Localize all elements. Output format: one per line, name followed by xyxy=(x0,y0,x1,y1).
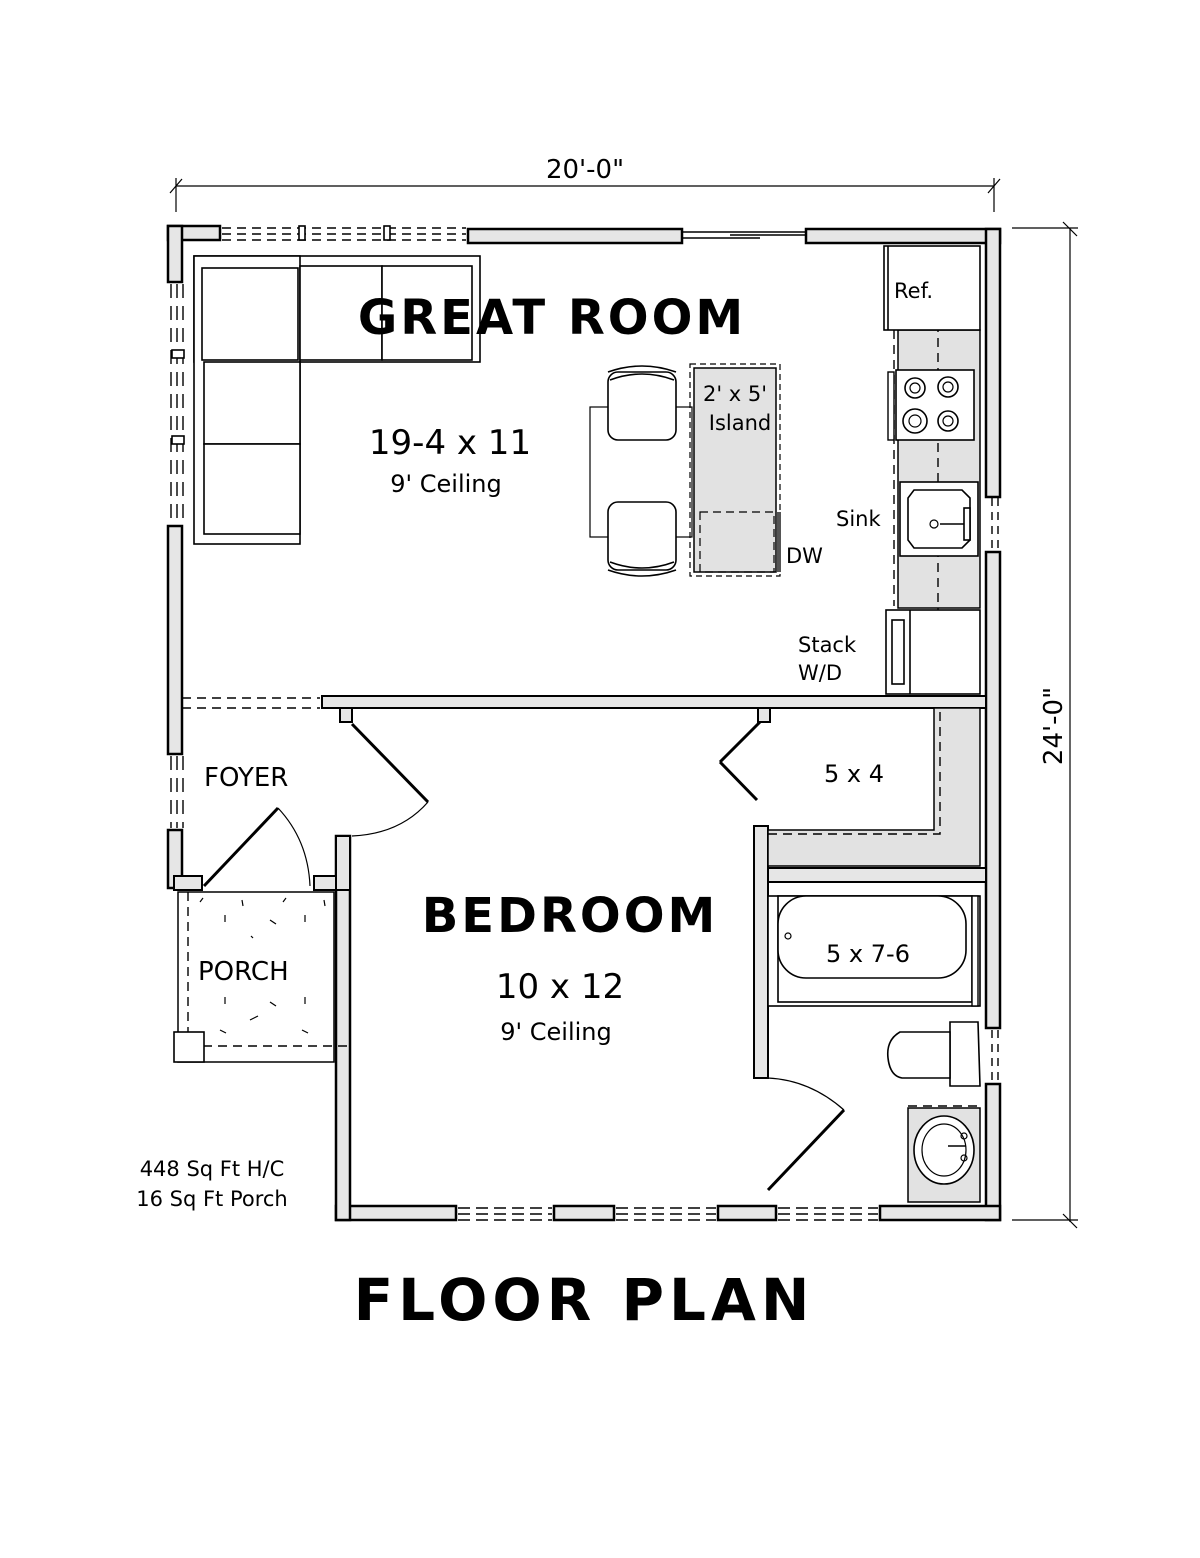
plan-title: FLOOR PLAN xyxy=(354,1266,815,1334)
window-bottom xyxy=(458,1207,878,1221)
stack-wd-label-line1: Stack xyxy=(798,633,857,657)
window-top xyxy=(222,225,466,241)
sink-label: Sink xyxy=(836,507,881,531)
doors xyxy=(202,720,846,1192)
kitchen-counter: Ref. Sink Stack W/D xyxy=(798,245,981,696)
bedroom-title: BEDROOM xyxy=(422,888,719,944)
sliding-door xyxy=(682,231,806,239)
sectional-sofa xyxy=(193,255,481,545)
closet-bifold-door xyxy=(718,720,762,802)
bedroom-size: 10 x 12 xyxy=(496,967,624,1007)
kitchen-sink: Sink xyxy=(836,481,979,557)
bathtub xyxy=(777,895,979,1007)
closet-size-label: 5 x 4 xyxy=(824,760,884,788)
dishwasher-label: DW xyxy=(786,544,823,568)
depth-dimension: 24'-0" xyxy=(1012,221,1078,1229)
chair-top xyxy=(607,365,677,441)
foyer-label: FOYER xyxy=(204,763,288,793)
bath-size-label: 5 x 7-6 xyxy=(826,940,910,968)
room-labels: GREAT ROOM 19-4 x 11 9' Ceiling BEDROOM … xyxy=(198,290,910,1046)
great-room-title: GREAT ROOM xyxy=(358,290,746,346)
window-right-bath xyxy=(991,1030,999,1082)
kitchen-island: 2' x 5' Island DW xyxy=(689,363,823,577)
bedroom-door xyxy=(350,722,430,837)
refrigerator-label: Ref. xyxy=(894,279,933,303)
toilet xyxy=(886,1021,981,1087)
depth-dimension-label: 24'-0" xyxy=(1039,687,1069,765)
heated-area-label: 448 Sq Ft H/C xyxy=(140,1157,285,1181)
bath-fixtures xyxy=(767,895,981,1203)
chair-bottom xyxy=(607,501,677,577)
island-label: Island xyxy=(709,411,771,435)
porch-label: PORCH xyxy=(198,957,289,987)
width-dimension: 20'-0" xyxy=(169,155,1001,212)
range-cooktop xyxy=(887,369,975,441)
stack-wd-label-line2: W/D xyxy=(798,661,842,685)
dining-chairs xyxy=(589,365,693,577)
porch-area xyxy=(173,891,348,1063)
window-foyer xyxy=(170,756,184,828)
window-right-kitchen xyxy=(991,498,999,550)
interior-walls xyxy=(173,695,987,1079)
stacked-washer-dryer: Stack W/D xyxy=(798,609,981,695)
great-room-ceiling: 9' Ceiling xyxy=(390,470,501,498)
exterior-walls xyxy=(166,224,1002,1222)
island-size-label: 2' x 5' xyxy=(703,382,767,406)
porch-area-label: 16 Sq Ft Porch xyxy=(136,1187,288,1211)
bath-door xyxy=(766,1077,846,1192)
great-room-size: 19-4 x 11 xyxy=(369,423,531,463)
area-notes: 448 Sq Ft H/C 16 Sq Ft Porch xyxy=(136,1157,288,1211)
bedroom-ceiling: 9' Ceiling xyxy=(500,1018,611,1046)
front-door xyxy=(202,806,311,888)
refrigerator: Ref. xyxy=(883,245,981,331)
bath-vanity xyxy=(907,1105,981,1203)
window-left xyxy=(170,284,185,524)
width-dimension-label: 20'-0" xyxy=(546,155,624,185)
